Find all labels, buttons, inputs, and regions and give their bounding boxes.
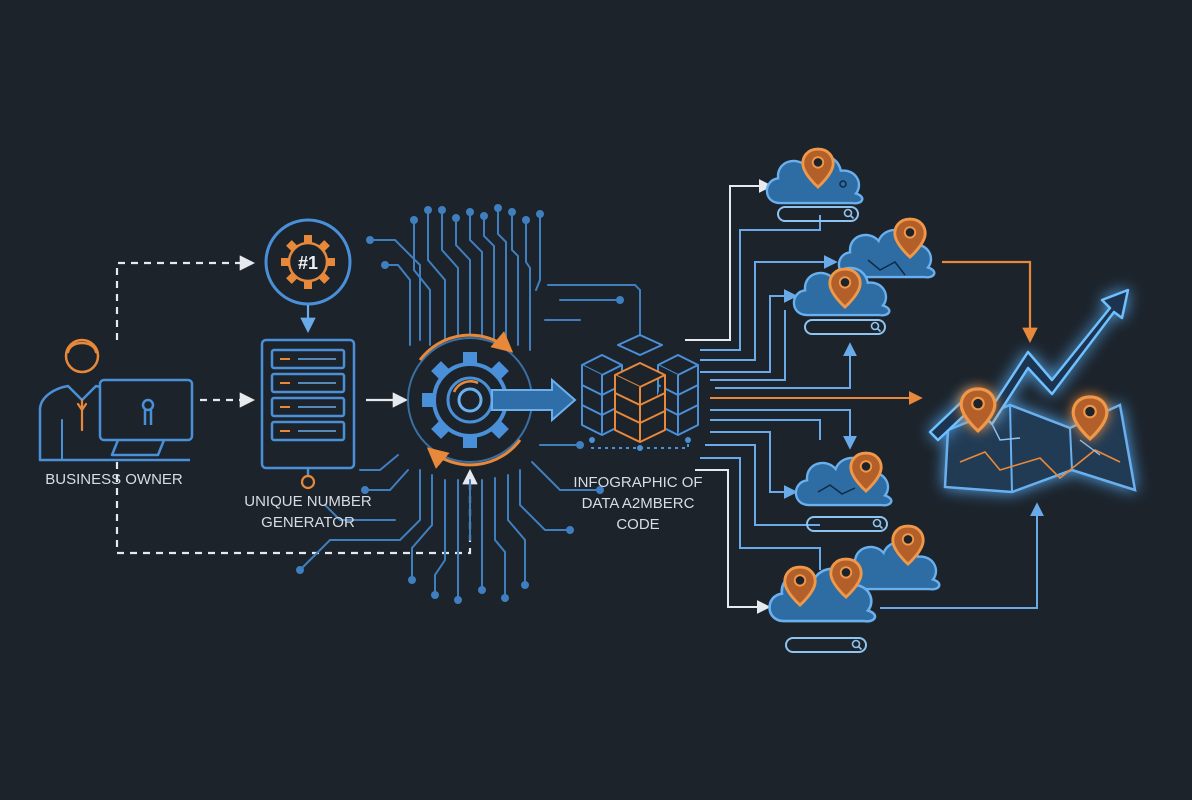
server-rack-icon: [260, 338, 356, 490]
infographic-label-line1: INFOGRAPHIC OF: [573, 474, 702, 491]
business-owner-label: BUSINESS OWNER: [45, 471, 183, 488]
cloud-icon-2: [837, 217, 936, 279]
owner-to-gear-dashed: [115, 255, 256, 340]
cloud-icon-6: [768, 557, 877, 653]
monitor-icon: [40, 378, 194, 462]
infographic-label-line2: DATA A2MBERC: [582, 495, 695, 512]
database-cubes-icon: [581, 334, 699, 451]
distribution-lines: [685, 179, 923, 614]
circuit-icon: [296, 204, 641, 604]
cloud-to-map-orange: [942, 260, 1038, 344]
infographic-label-line3: CODE: [616, 516, 659, 533]
gear-badge-text: #1: [298, 253, 318, 273]
central-output-arrow: [491, 377, 577, 423]
gear-icon: #1: [264, 218, 352, 306]
person-icon: [38, 338, 114, 462]
cloud-to-map-blue: [880, 502, 1044, 609]
generator-label-line1: UNIQUE NUMBER: [244, 493, 372, 510]
cloud-icon-4: [794, 451, 893, 532]
generator-label-line2: GENERATOR: [261, 514, 355, 531]
cloud-icon-1: [765, 147, 864, 222]
